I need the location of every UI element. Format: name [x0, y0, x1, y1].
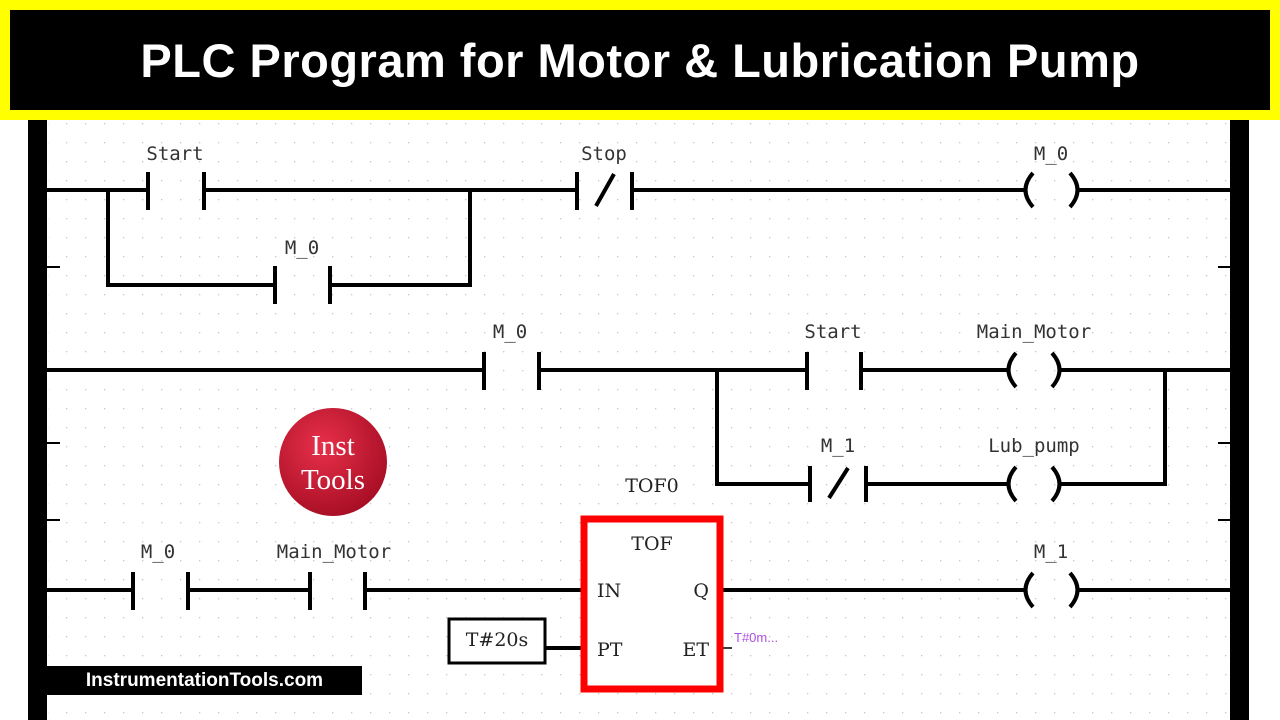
svg-text:Tools: Tools: [301, 464, 365, 496]
label-m1: M_1: [821, 435, 855, 457]
rung-2-wires: [47, 368, 1230, 486]
coil-lub-pump[interactable]: [1006, 465, 1062, 503]
inst-tools-logo: Inst Tools: [279, 408, 387, 516]
elapsed-time-value: T#0m...: [734, 630, 778, 645]
rung-1-wires: [47, 188, 1230, 287]
coil-m1[interactable]: [1023, 571, 1080, 609]
contact-m0-branch-no[interactable]: [273, 266, 332, 304]
contact-stop-nc[interactable]: [575, 172, 634, 210]
coil-m0[interactable]: [1023, 171, 1080, 209]
title-box: PLC Program for Motor & Lubrication Pump: [10, 10, 1270, 110]
coil-main-motor[interactable]: [1006, 351, 1062, 389]
left-power-rail: [28, 120, 47, 720]
contact-m1-nc[interactable]: [808, 466, 868, 502]
label-m0: M_0: [493, 321, 527, 343]
rail-ticks: [47, 266, 1230, 521]
label-start-2: Start: [804, 321, 861, 343]
contact-main-motor-no[interactable]: [308, 572, 367, 610]
label-coil-m0: M_0: [1034, 143, 1068, 165]
right-power-rail: [1230, 120, 1249, 720]
tof-timer-block[interactable]: [580, 515, 724, 693]
timer-pin-pt: PT: [597, 639, 623, 661]
preset-time-box[interactable]: [447, 617, 547, 665]
contact-start-no-2[interactable]: [805, 352, 863, 390]
label-m0-branch: M_0: [285, 237, 319, 259]
contact-m0-no-3[interactable]: [131, 572, 190, 610]
timer-type: TOF: [631, 533, 672, 555]
timer-pin-q: Q: [693, 580, 709, 602]
title-banner: PLC Program for Motor & Lubrication Pump: [0, 0, 1280, 120]
label-main-motor: Main_Motor: [277, 541, 391, 563]
label-lub-pump: Lub_pump: [988, 435, 1080, 457]
contact-start-no[interactable]: [146, 172, 206, 210]
label-m0-3: M_0: [141, 541, 175, 563]
page-title: PLC Program for Motor & Lubrication Pump: [140, 33, 1140, 87]
timer-pin-in: IN: [597, 580, 621, 602]
label-main-motor-coil: Main_Motor: [977, 321, 1091, 343]
label-coil-m1: M_1: [1034, 541, 1068, 563]
svg-text:Inst: Inst: [311, 430, 355, 462]
timer-pin-et: ET: [682, 639, 709, 661]
rung-3-wires: [47, 588, 1230, 650]
label-start: Start: [146, 143, 203, 165]
label-stop: Stop: [581, 143, 627, 165]
contact-m0-no[interactable]: [482, 352, 541, 390]
preset-time-value: T#20s: [466, 629, 529, 651]
website-watermark: InstrumentationTools.com: [47, 666, 362, 695]
timer-instance-name: TOF0: [625, 475, 679, 497]
